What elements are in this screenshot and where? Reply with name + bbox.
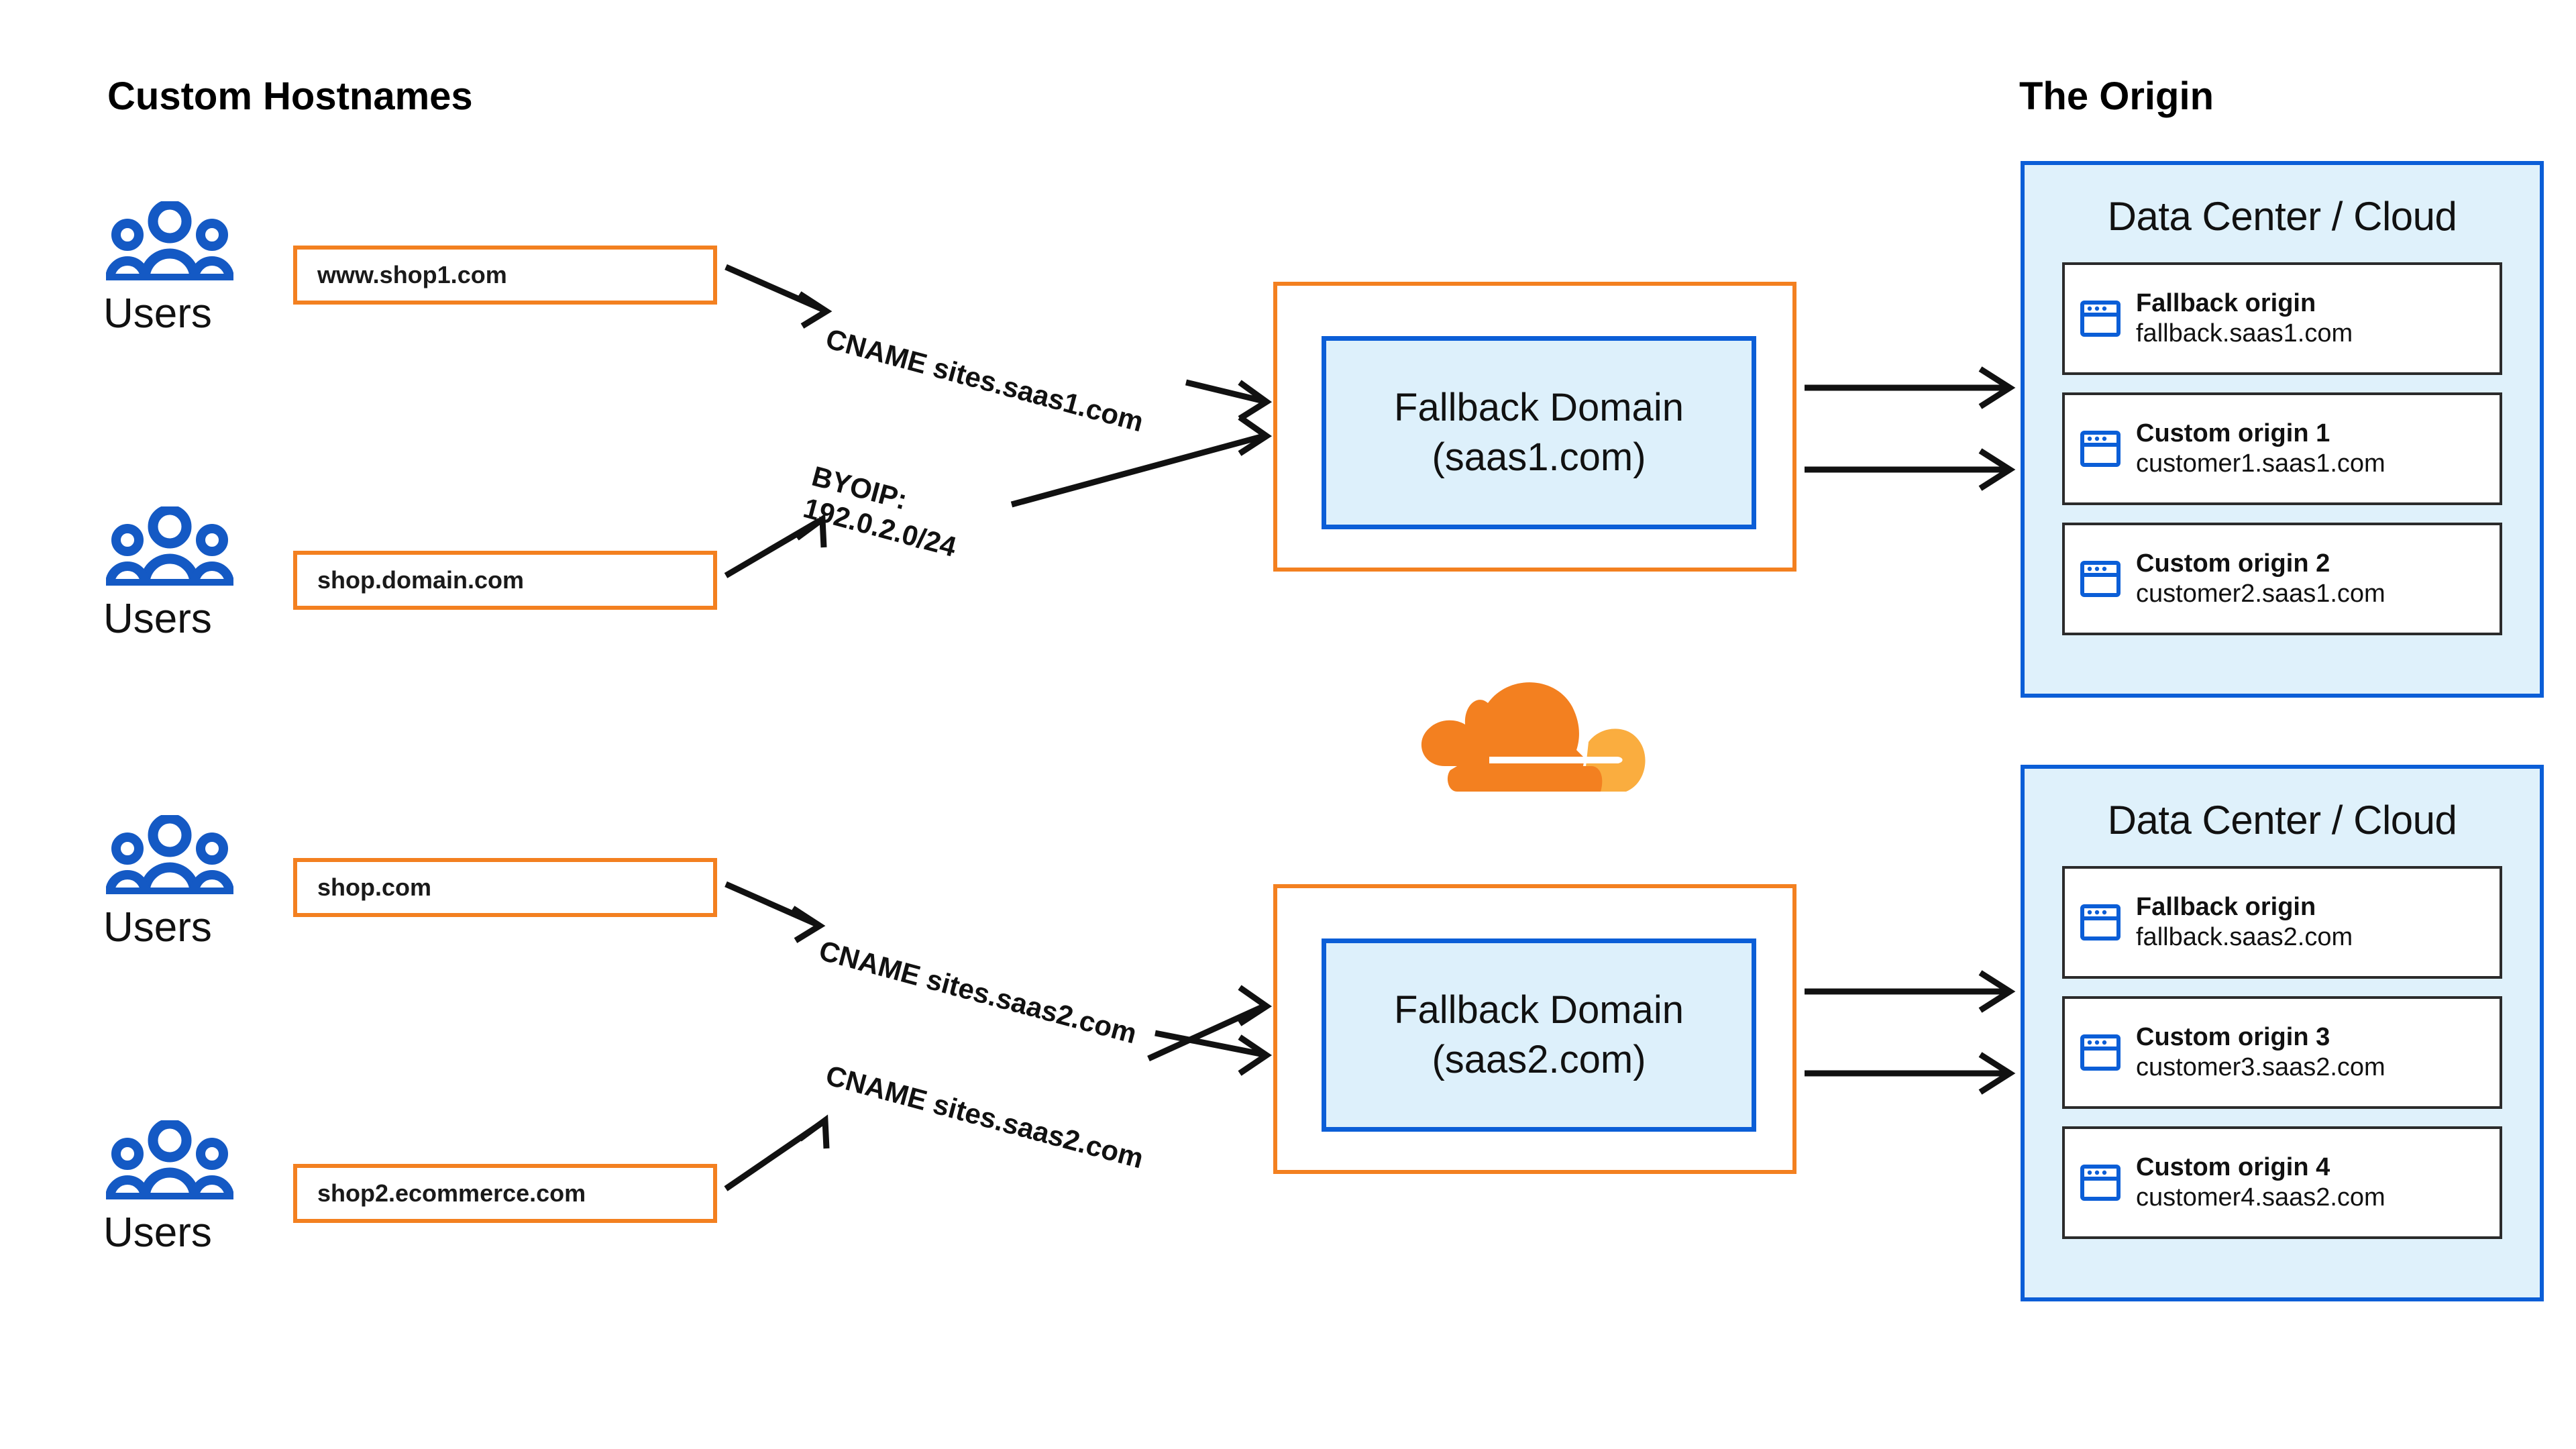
users-label: Users — [103, 904, 212, 951]
arrow-label-line1: CNAME sites.saas2.com — [822, 1059, 1147, 1175]
origin-card-fallback[interactable]: Fallback origin fallback.saas1.com — [2062, 262, 2502, 375]
origin-name: Custom origin 4 — [2136, 1153, 2330, 1182]
heading-the-origin: The Origin — [2019, 74, 2214, 118]
browser-window-icon — [2080, 300, 2121, 341]
heading-custom-hostnames: Custom Hostnames — [107, 74, 473, 118]
arrow-label-byoip: BYOIP: 192.0.2.0/24 — [800, 460, 968, 564]
arrowhead-fallback2-origin1 — [1978, 970, 2016, 1013]
users-icon — [105, 199, 302, 284]
hostname-box-www-shop1[interactable]: www.shop1.com — [293, 246, 717, 305]
origin-hostname: customer3.saas2.com — [2136, 1053, 2385, 1081]
origin-card-custom-4[interactable]: Custom origin 4 customer4.saas2.com — [2062, 1126, 2502, 1239]
origin-name: Custom origin 2 — [2136, 549, 2330, 578]
hostname-value: www.shop1.com — [317, 261, 507, 288]
fallback-domain-name: (saas1.com) — [1432, 435, 1646, 479]
arrow-label-cname-saas2-a: CNAME sites.saas2.com — [816, 934, 1140, 1051]
hostname-value: shop2.ecommerce.com — [317, 1179, 586, 1207]
origin-name: Fallback origin — [2136, 289, 2316, 318]
arrowhead-fallback2-origin2 — [1978, 1052, 2016, 1095]
arrowhead-hostname4-mid — [798, 1114, 830, 1149]
origin-name: Fallback origin — [2136, 893, 2316, 922]
datacenter-title: Data Center / Cloud — [2107, 798, 2457, 843]
arrow-hostname4-seg2 — [1155, 1030, 1265, 1058]
arrow-label-line1: CNAME sites.saas1.com — [822, 322, 1147, 438]
arrowhead-fallback1-origin1 — [1978, 366, 2016, 409]
origin-hostname: customer1.saas1.com — [2136, 449, 2385, 478]
users-icon — [105, 1118, 302, 1203]
hostname-box-shop-domain[interactable]: shop.domain.com — [293, 551, 717, 610]
datacenter-panel-saas1: Data Center / Cloud Fallback origin fall… — [2021, 161, 2544, 698]
fallback-domain-title: Fallback Domain — [1394, 385, 1684, 429]
origin-name: Custom origin 3 — [2136, 1023, 2330, 1052]
users-group-4: Users — [101, 1118, 302, 1256]
arrowhead-hostname3-mid — [791, 906, 826, 943]
arrow-label-cname-saas2-b: CNAME sites.saas2.com — [822, 1059, 1147, 1175]
hostname-box-shop[interactable]: shop.com — [293, 858, 717, 917]
arrow-hostname1-seg1 — [724, 264, 825, 313]
datacenter-title: Data Center / Cloud — [2107, 194, 2457, 239]
origin-hostname: customer2.saas1.com — [2136, 580, 2385, 608]
users-label: Users — [103, 1210, 212, 1256]
datacenter-panel-saas2: Data Center / Cloud Fallback origin fall… — [2021, 765, 2544, 1301]
users-label: Users — [103, 290, 212, 337]
users-label: Users — [103, 596, 212, 642]
arrowhead-fallback1-origin2 — [1978, 448, 2016, 491]
users-group-1: Users — [101, 199, 302, 337]
cloudflare-logo-base — [1447, 766, 1603, 792]
fallback-domain-outer-saas1: Fallback Domain (saas1.com) — [1273, 282, 1796, 572]
origin-hostname: fallback.saas1.com — [2136, 319, 2353, 347]
fallback-domain-outer-saas2: Fallback Domain (saas2.com) — [1273, 884, 1796, 1174]
origin-card-custom-3[interactable]: Custom origin 3 customer3.saas2.com — [2062, 996, 2502, 1109]
arrow-label-cname-saas1: CNAME sites.saas1.com — [822, 322, 1147, 439]
arrow-hostname3-seg2 — [1147, 1003, 1265, 1062]
hostname-box-shop2-ecommerce[interactable]: shop2.ecommerce.com — [293, 1164, 717, 1223]
hostname-value: shop.com — [317, 873, 432, 901]
browser-window-icon — [2080, 430, 2121, 471]
origin-card-fallback[interactable]: Fallback origin fallback.saas2.com — [2062, 866, 2502, 979]
arrowhead-hostname2-end — [1238, 415, 1273, 456]
browser-window-icon — [2080, 1164, 2121, 1205]
fallback-domain-title: Fallback Domain — [1394, 987, 1684, 1032]
origin-hostname: fallback.saas2.com — [2136, 923, 2353, 951]
arrow-label-line1: CNAME sites.saas2.com — [816, 934, 1140, 1050]
arrow-hostname3-seg1 — [724, 881, 818, 928]
arrow-hostname2-seg2 — [1010, 433, 1265, 508]
fallback-domain-name: (saas2.com) — [1432, 1038, 1646, 1081]
origin-hostname: customer4.saas2.com — [2136, 1183, 2385, 1212]
users-group-3: Users — [101, 813, 302, 951]
origin-name: Custom origin 1 — [2136, 419, 2330, 448]
hostname-value: shop.domain.com — [317, 566, 525, 594]
cloudflare-logo-streak — [1489, 757, 1623, 763]
origin-card-custom-1[interactable]: Custom origin 1 customer1.saas1.com — [2062, 392, 2502, 505]
arrowhead-hostname1-mid — [798, 291, 833, 329]
cloudflare-logo — [1415, 678, 1660, 808]
users-icon — [105, 813, 302, 898]
browser-window-icon — [2080, 1034, 2121, 1075]
fallback-domain-box-saas2[interactable]: Fallback Domain (saas2.com) — [1322, 938, 1756, 1132]
arrowhead-hostname1-end — [1238, 380, 1273, 421]
browser-window-icon — [2080, 904, 2121, 945]
arrow-hostname1-seg2 — [1185, 379, 1265, 405]
fallback-domain-box-saas1[interactable]: Fallback Domain (saas1.com) — [1322, 336, 1756, 529]
cloudflare-logo-cloud — [1421, 682, 1585, 766]
users-icon — [105, 504, 302, 589]
browser-window-icon — [2080, 560, 2121, 601]
arrowhead-hostname3-end — [1238, 985, 1273, 1026]
arrow-hostname4-seg1 — [724, 1119, 826, 1191]
users-group-2: Users — [101, 504, 302, 642]
origin-card-custom-2[interactable]: Custom origin 2 customer2.saas1.com — [2062, 523, 2502, 635]
arrow-hostname2-seg1 — [724, 518, 822, 578]
arrowhead-hostname4-end — [1238, 1034, 1273, 1076]
